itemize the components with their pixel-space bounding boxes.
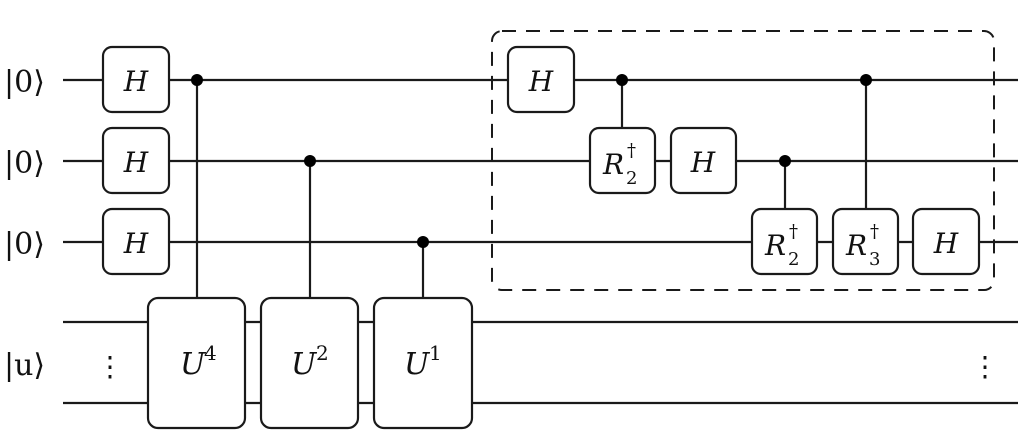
iqft-hadamard-q0: H <box>506 45 576 114</box>
gate-label: H <box>123 227 149 260</box>
gate-label-base: R <box>845 229 867 262</box>
control-dot-q1-u2 <box>304 155 316 167</box>
input-label-q1: |0⟩ <box>4 146 45 181</box>
register-dots-right: ⋮ <box>971 350 999 383</box>
iqft-hadamard-q2: H <box>911 207 981 276</box>
iqft-hadamard-q1: H <box>669 126 738 195</box>
iqft-r3-dagger-q2: R † 3 <box>831 207 900 276</box>
gate-label-sup: † <box>870 221 879 242</box>
iqft-r2-dagger-q1: R † 2 <box>588 126 657 195</box>
hadamard-gate-q1: H <box>101 126 171 195</box>
control-dot-q1-r2 <box>779 155 791 167</box>
input-label-u: |u⟩ <box>4 348 45 383</box>
unitary-gate-u4: U 4 <box>146 296 247 430</box>
register-dots-left: ⋮ <box>96 350 124 383</box>
control-dot-q0-r2 <box>616 74 628 86</box>
gate-label-power: 1 <box>429 341 442 365</box>
hadamard-gate-q2: H <box>101 207 171 276</box>
gate-label: H <box>123 65 149 98</box>
iqft-r2-dagger-q2: R † 2 <box>750 207 819 276</box>
gate-label-base: R <box>602 148 624 181</box>
gate-label-sub: 2 <box>788 249 799 270</box>
gate-label-power: 2 <box>316 341 329 365</box>
inverse-qft-boundary <box>491 30 995 291</box>
gate-label-sub: 3 <box>869 249 880 270</box>
control-dot-q0-r3 <box>860 74 872 86</box>
unitary-gate-u1: U 1 <box>372 296 474 430</box>
input-label-q2: |0⟩ <box>4 227 45 262</box>
unitary-gate-u2: U 2 <box>259 296 360 430</box>
input-label-q0: |0⟩ <box>4 65 45 100</box>
gate-label: H <box>528 65 554 98</box>
gate-label-base: R <box>764 229 786 262</box>
control-dot-q2-u1 <box>417 236 429 248</box>
gate-label-base: U <box>180 347 207 382</box>
gate-label: H <box>933 227 959 260</box>
gate-label-base: U <box>404 347 431 382</box>
hadamard-gate-q0: H <box>101 45 171 114</box>
gate-label-sup: † <box>627 140 636 161</box>
gate-label-power: 4 <box>204 341 217 365</box>
gate-label-sub: 2 <box>626 168 637 189</box>
gate-label-sup: † <box>789 221 798 242</box>
gate-label: H <box>123 146 149 179</box>
gate-label-base: U <box>291 347 318 382</box>
gate-label: H <box>690 146 716 179</box>
control-dot-q0-u4 <box>191 74 203 86</box>
